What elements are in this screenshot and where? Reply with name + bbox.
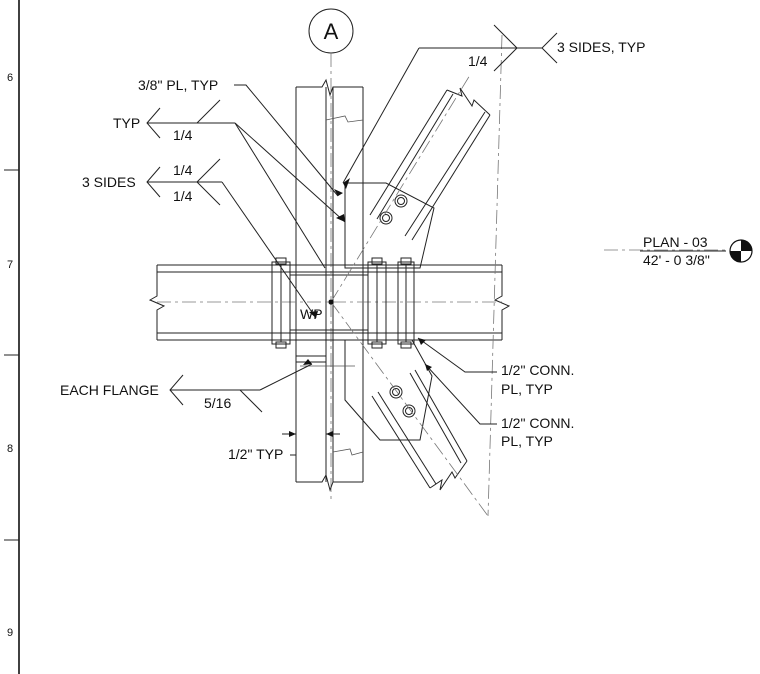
- lower-brace: [344, 339, 468, 491]
- level-marker[interactable]: PLAN - 03 42' - 0 3/8": [604, 234, 753, 268]
- conn-plate-line1: 1/2" CONN.: [501, 362, 574, 378]
- conn-plate-callout-2[interactable]: 1/2" CONN. PL, TYP: [424, 363, 574, 449]
- grid-bubble[interactable]: A: [308, 8, 354, 54]
- weld-size-top: 1/4: [173, 162, 193, 178]
- upper-brace: [344, 87, 491, 269]
- weld-size: 1/4: [173, 127, 193, 143]
- level-number-6: 6: [7, 72, 13, 84]
- brace-centerline-lower: [330, 301, 489, 517]
- plate-typ-label: 3/8" PL, TYP: [138, 77, 218, 93]
- conn-plate-line1: 1/2" CONN.: [501, 415, 574, 431]
- grid-bubble-label: A: [324, 19, 339, 44]
- weld-symbol-each-flange[interactable]: EACH FLANGE 5/16: [60, 359, 313, 413]
- level-name: PLAN - 03: [643, 234, 708, 250]
- margin-ruler: 6 7 8 9: [4, 0, 20, 674]
- weld-size-bottom: 1/4: [173, 188, 193, 204]
- brace-centerline-upper: [330, 74, 471, 303]
- level-elevation: 42' - 0 3/8": [643, 252, 710, 268]
- column-stiffeners: [290, 344, 355, 456]
- plate-typ-callout[interactable]: 3/8" PL, TYP: [138, 77, 343, 197]
- weld-label: TYP: [113, 115, 140, 131]
- bolt: [400, 257, 412, 349]
- half-inch-typ-callout[interactable]: 1/2" TYP: [228, 431, 340, 462]
- level-target-icon: [729, 239, 753, 263]
- weld-symbol-typ[interactable]: TYP 1/4: [113, 99, 346, 269]
- conn-plate-line2: PL, TYP: [501, 381, 553, 397]
- weld-symbol-three-sides-typ[interactable]: 1/4 3 SIDES, TYP: [342, 24, 645, 189]
- level-number-8: 8: [7, 443, 13, 455]
- weld-label: EACH FLANGE: [60, 382, 159, 398]
- weld-symbol-three-sides[interactable]: 3 SIDES 1/4 1/4: [82, 158, 318, 319]
- conn-plate-line2: PL, TYP: [501, 433, 553, 449]
- column: [295, 78, 364, 492]
- weld-size: 5/16: [204, 395, 231, 411]
- conn-plate-callout-1[interactable]: 1/2" CONN. PL, TYP: [417, 337, 574, 397]
- bolt: [275, 257, 287, 349]
- beam-splice-plates: [271, 261, 415, 345]
- half-typ-label: 1/2" TYP: [228, 446, 283, 462]
- brace-work-line: [487, 34, 503, 517]
- beam: [148, 264, 511, 341]
- weld-size: 1/4: [468, 53, 488, 69]
- work-point-label: WP: [300, 306, 323, 322]
- work-point[interactable]: WP: [300, 299, 334, 322]
- bolt: [371, 257, 383, 349]
- weld-label: 3 SIDES: [82, 174, 136, 190]
- level-number-9: 9: [7, 627, 13, 639]
- level-number-7: 7: [7, 259, 13, 271]
- weld-note: 3 SIDES, TYP: [557, 39, 645, 55]
- beam-bolts: [275, 257, 412, 349]
